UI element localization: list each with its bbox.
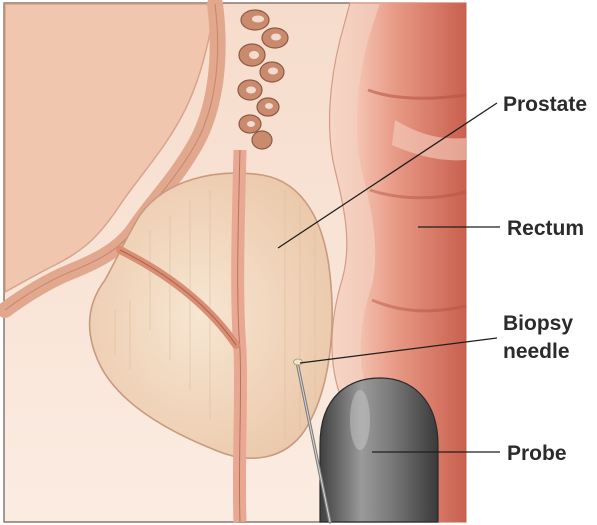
ultrasound-probe <box>320 378 438 522</box>
label-rectum: Rectum <box>507 217 584 240</box>
label-biopsy-needle-line1: Biopsy <box>503 312 573 335</box>
label-prostate: Prostate <box>503 93 587 116</box>
probe-highlight <box>350 390 370 450</box>
needle-tip <box>294 359 303 365</box>
label-biopsy-needle-line2: needle <box>503 340 570 363</box>
label-probe: Probe <box>507 442 567 465</box>
